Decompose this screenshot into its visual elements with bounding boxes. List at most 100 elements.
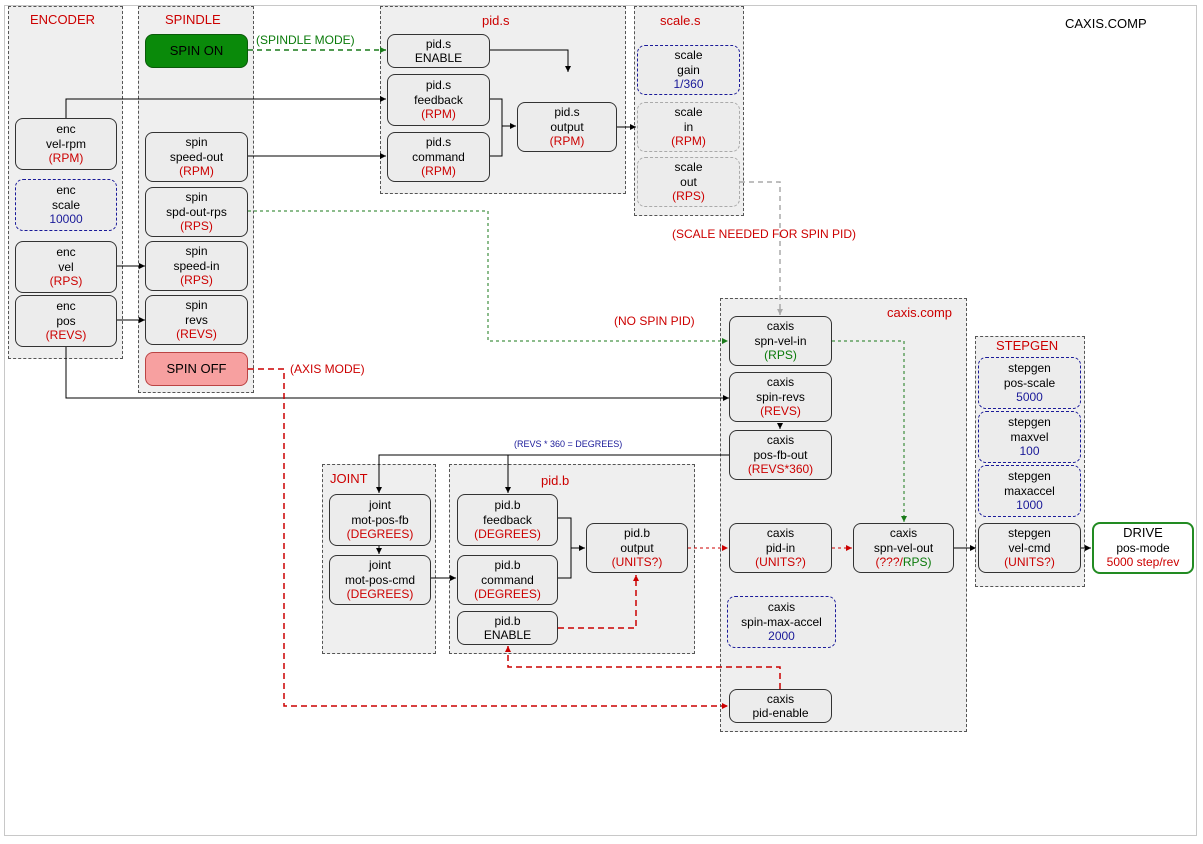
caxis-spin-revs-node: caxis spin-revs (REVS) (729, 372, 832, 422)
joint-mot-pos-cmd-line1: joint (368, 558, 391, 573)
caxis-pid-in-node: caxis pid-in (UNITS?) (729, 523, 832, 573)
spin-speed-out-line2: speed-out (169, 149, 224, 164)
caxis-spn-vel-out-unit-b: RPS) (902, 555, 932, 570)
drive-line2: pos-mode (1116, 540, 1170, 555)
stepgen-group-title: STEPGEN (996, 338, 1059, 353)
pid-b-output-node: pid.b output (UNITS?) (586, 523, 688, 573)
pid-s-command-node: pid.s command (RPM) (387, 132, 490, 182)
encoder-group-title: ENCODER (30, 12, 96, 27)
caxis-group (720, 298, 967, 732)
pid-s-feedback-unit: (RPM) (421, 107, 456, 122)
joint-mot-pos-fb-line1: joint (368, 498, 391, 513)
scale-out-node: scale out (RPS) (637, 157, 740, 207)
spin-speed-in-line2: speed-in (173, 258, 220, 273)
pid-s-output-node: pid.s output (RPM) (517, 102, 617, 152)
caxis-spn-vel-in-line2: spn-vel-in (754, 333, 807, 348)
scale-in-node: scale in (RPM) (637, 102, 740, 152)
pid-b-feedback-node: pid.b feedback (DEGREES) (457, 494, 558, 546)
scale-out-unit: (RPS) (672, 189, 705, 204)
pid-b-command-node: pid.b command (DEGREES) (457, 555, 558, 605)
stepgen-maxaccel-value: 1000 (1016, 498, 1043, 513)
pid-s-enable-node: pid.s ENABLE (387, 34, 490, 68)
pid-b-command-unit: (DEGREES) (474, 587, 541, 602)
caxis-spn-vel-out-node: caxis spn-vel-out (???/RPS) (853, 523, 954, 573)
caxis-spin-max-accel-line1: caxis (767, 600, 796, 615)
enc-scale-value: 10000 (49, 212, 83, 227)
pid-s-feedback-line1: pid.s (425, 78, 452, 93)
scale-gain-value: 1/360 (673, 77, 704, 92)
spin-spd-out-rps-line1: spin (185, 190, 208, 205)
caxis-pid-in-line2: pid-in (765, 540, 796, 555)
joint-mot-pos-fb-line2: mot-pos-fb (351, 512, 409, 527)
stepgen-vel-cmd-line1: stepgen (1008, 526, 1051, 541)
stepgen-maxaccel-line1: stepgen (1008, 469, 1051, 484)
caxis-spin-revs-unit: (REVS) (760, 404, 801, 419)
caxis-spin-max-accel-line2: spin-max-accel (741, 614, 822, 629)
scale-out-line2: out (680, 174, 697, 189)
pid-s-command-unit: (RPM) (421, 164, 456, 179)
caxis-spn-vel-in-unit: (RPS) (764, 348, 797, 363)
pid-b-group-title: pid.b (541, 473, 570, 488)
caxis-pid-enable-line1: caxis (766, 691, 795, 706)
pid-b-command-line2: command (481, 572, 534, 587)
pid-b-enable-line1: pid.b (494, 613, 521, 628)
spin-speed-in-node: spin speed-in (RPS) (145, 241, 248, 291)
spin-off-button[interactable]: SPIN OFF (145, 352, 248, 386)
pid-b-feedback-unit: (DEGREES) (474, 527, 541, 542)
caxis-pos-fb-out-line2: pos-fb-out (753, 447, 808, 462)
spin-revs-line1: spin (185, 298, 208, 313)
stepgen-pos-scale-line1: stepgen (1008, 361, 1051, 376)
pid-s-output-unit: (RPM) (549, 134, 585, 149)
spin-on-label: SPIN ON (169, 42, 224, 58)
enc-scale-node: enc scale 10000 (15, 179, 117, 231)
scale-in-unit: (RPM) (671, 134, 706, 149)
pid-b-output-line1: pid.b (623, 526, 651, 541)
pid-b-output-unit: (UNITS?) (611, 555, 663, 570)
enc-vel-rpm-line2: vel-rpm (45, 136, 86, 151)
scale-in-line1: scale (674, 105, 703, 120)
caxis-pid-in-line1: caxis (766, 526, 795, 541)
stepgen-maxvel-line1: stepgen (1008, 415, 1051, 430)
pid-s-enable-line2: ENABLE (414, 51, 463, 65)
joint-mot-pos-fb-unit: (DEGREES) (346, 527, 414, 542)
axis-mode-label: (AXIS MODE) (290, 362, 365, 376)
pid-s-feedback-node: pid.s feedback (RPM) (387, 74, 490, 126)
scale-needed-label: (SCALE NEEDED FOR SPIN PID) (672, 227, 857, 241)
enc-vel-rpm-node: enc vel-rpm (RPM) (15, 118, 117, 170)
enc-vel-node: enc vel (RPS) (15, 241, 117, 293)
pid-s-command-line1: pid.s (425, 135, 452, 150)
pid-b-enable-line2: ENABLE (483, 628, 532, 642)
caxis-spn-vel-out-line1: caxis (889, 526, 918, 541)
scale-gain-line2: gain (677, 62, 700, 77)
scale-in-line2: in (683, 119, 694, 134)
pid-s-group-title: pid.s (482, 13, 510, 28)
stepgen-vel-cmd-node: stepgen vel-cmd (UNITS?) (978, 523, 1081, 573)
pid-b-command-line1: pid.b (494, 558, 521, 573)
spin-on-button[interactable]: SPIN ON (145, 34, 248, 68)
enc-pos-line1: enc (56, 299, 76, 314)
spin-speed-out-node: spin speed-out (RPM) (145, 132, 248, 182)
joint-mot-pos-fb-node: joint mot-pos-fb (DEGREES) (329, 494, 431, 546)
enc-vel-unit: (RPS) (49, 274, 83, 289)
caxis-pid-enable-line2: pid-enable (752, 706, 809, 720)
stepgen-pos-scale-line2: pos-scale (1003, 375, 1056, 390)
drive-line1: DRIVE (1123, 525, 1163, 541)
spin-speed-out-line1: spin (185, 135, 208, 150)
stepgen-maxvel-node: stepgen maxvel 100 (978, 411, 1081, 463)
enc-pos-unit: (REVS) (45, 328, 87, 343)
spin-revs-node: spin revs (REVS) (145, 295, 248, 345)
caxis-spn-vel-out-unit-a: (???/ (875, 555, 903, 570)
enc-pos-line2: pos (56, 313, 76, 328)
pid-s-feedback-line2: feedback (414, 92, 463, 107)
joint-mot-pos-cmd-node: joint mot-pos-cmd (DEGREES) (329, 555, 431, 605)
caxis-spin-revs-line2: spin-revs (756, 389, 805, 404)
drive-value: 5000 step/rev (1106, 555, 1180, 570)
enc-vel-line1: enc (56, 245, 76, 260)
drive-node: DRIVE pos-mode 5000 step/rev (1092, 522, 1194, 574)
caxis-spn-vel-out-line2: spn-vel-out (873, 540, 934, 555)
pid-b-output-line2: output (620, 540, 654, 555)
enc-vel-rpm-line1: enc (56, 122, 76, 137)
spin-spd-out-rps-node: spin spd-out-rps (RPS) (145, 187, 248, 237)
pid-b-feedback-line1: pid.b (494, 498, 521, 513)
spindle-mode-label: (SPINDLE MODE) (256, 33, 355, 47)
